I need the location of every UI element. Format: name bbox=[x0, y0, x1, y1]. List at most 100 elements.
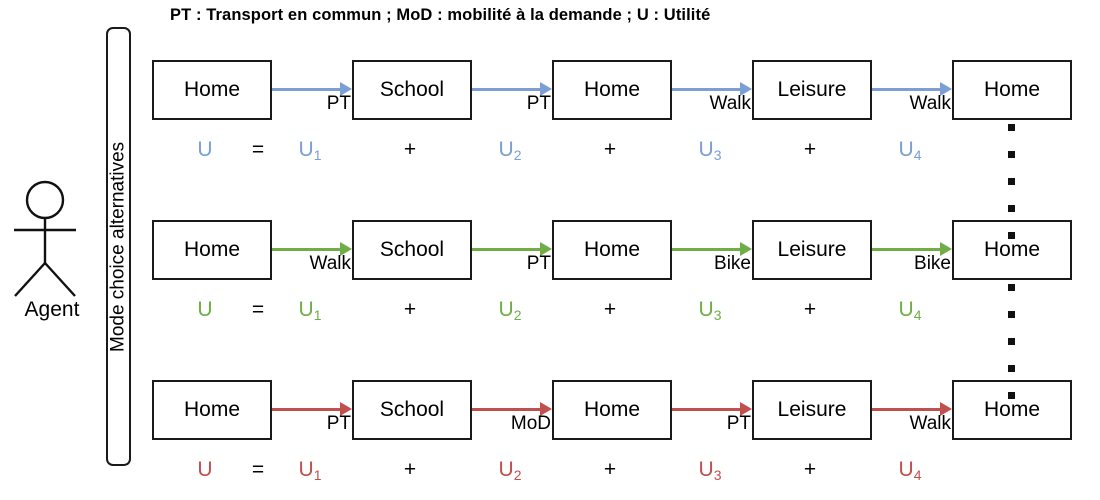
mode-label-pt: PT bbox=[326, 413, 351, 434]
arrow-shaft bbox=[472, 248, 541, 251]
mode-label-walk: Walk bbox=[709, 93, 751, 114]
arrow-shaft bbox=[272, 88, 341, 91]
equals-operator: = bbox=[251, 298, 265, 321]
arrow-shaft bbox=[672, 88, 741, 91]
activity-node-home[interactable]: Home bbox=[552, 380, 672, 440]
utility-equation-2: U=U1+U2+U3+U4 bbox=[0, 298, 1100, 332]
arrow-shaft bbox=[272, 408, 341, 411]
plus-operator: + bbox=[803, 458, 817, 481]
activity-node-leisure[interactable]: Leisure bbox=[752, 60, 872, 120]
plus-operator: + bbox=[403, 138, 417, 161]
trip-leg-3: PT bbox=[672, 380, 752, 440]
arrow-head-icon bbox=[940, 402, 952, 417]
utility-term-3: U3 bbox=[698, 138, 722, 163]
trip-leg-4: Bike bbox=[872, 220, 952, 280]
arrow-head-icon bbox=[740, 242, 752, 257]
stick-figure-icon bbox=[14, 180, 76, 297]
mode-choice-container bbox=[106, 27, 131, 466]
mode-label-walk: Walk bbox=[909, 413, 951, 434]
arrow-head-icon bbox=[340, 402, 352, 417]
trip-leg-4: Walk bbox=[872, 380, 952, 440]
ellipsis-dot bbox=[1007, 151, 1015, 158]
activity-node-home[interactable]: Home bbox=[552, 60, 672, 120]
ellipsis-dot bbox=[1007, 205, 1015, 212]
activity-node-home[interactable]: Home bbox=[152, 60, 272, 120]
ellipsis-dot bbox=[1007, 392, 1015, 399]
ellipsis-dot bbox=[1007, 311, 1015, 318]
arrow-shaft bbox=[872, 88, 941, 91]
trip-leg-1: Walk bbox=[272, 220, 352, 280]
utility-term-2: U2 bbox=[498, 298, 522, 323]
utility-term-3: U3 bbox=[698, 298, 722, 323]
activity-node-home[interactable]: Home bbox=[552, 220, 672, 280]
legend-text: PT : Transport en commun ; MoD : mobilit… bbox=[170, 6, 711, 24]
trip-leg-1: PT bbox=[272, 60, 352, 120]
arrow-shaft bbox=[872, 248, 941, 251]
arrow-head-icon bbox=[740, 82, 752, 97]
arrow-head-icon bbox=[340, 82, 352, 97]
utility-term-2: U2 bbox=[498, 458, 522, 483]
plus-operator: + bbox=[403, 458, 417, 481]
equals-operator: = bbox=[251, 458, 265, 481]
ellipsis-dot bbox=[1007, 178, 1015, 185]
ellipsis-dot bbox=[1007, 284, 1015, 291]
trip-leg-3: Walk bbox=[672, 60, 752, 120]
utility-term-3: U3 bbox=[698, 458, 722, 483]
vertical-ellipsis-1 bbox=[1006, 124, 1016, 259]
utility-equation-1: U=U1+U2+U3+U4 bbox=[0, 138, 1100, 172]
utility-total: U bbox=[197, 298, 213, 321]
plus-operator: + bbox=[803, 298, 817, 321]
ellipsis-dot bbox=[1007, 338, 1015, 345]
activity-node-home[interactable]: Home bbox=[952, 220, 1072, 280]
mode-label-walk: Walk bbox=[909, 93, 951, 114]
trip-leg-1: PT bbox=[272, 380, 352, 440]
activity-node-school[interactable]: School bbox=[352, 380, 472, 440]
arrow-head-icon bbox=[540, 402, 552, 417]
utility-equation-3: U=U1+U2+U3+U4 bbox=[0, 458, 1100, 492]
utility-total: U bbox=[197, 138, 213, 161]
agent-figure: Agent bbox=[4, 175, 100, 335]
arrow-shaft bbox=[672, 248, 741, 251]
mode-label-pt: PT bbox=[526, 253, 551, 274]
trip-leg-2: MoD bbox=[472, 380, 552, 440]
plus-operator: + bbox=[603, 458, 617, 481]
activity-node-home[interactable]: Home bbox=[952, 60, 1072, 120]
plus-operator: + bbox=[603, 298, 617, 321]
activity-node-home[interactable]: Home bbox=[952, 380, 1072, 440]
mode-label-pt: PT bbox=[326, 93, 351, 114]
mode-label-pt: PT bbox=[726, 413, 751, 434]
utility-term-1: U1 bbox=[298, 458, 322, 483]
mode-label-bike: Bike bbox=[914, 253, 951, 274]
arrow-shaft bbox=[872, 408, 941, 411]
arrow-head-icon bbox=[740, 402, 752, 417]
ellipsis-dot bbox=[1007, 124, 1015, 131]
equals-operator: = bbox=[251, 138, 265, 161]
activity-node-home[interactable]: Home bbox=[152, 380, 272, 440]
activity-node-school[interactable]: School bbox=[352, 220, 472, 280]
arrow-head-icon bbox=[340, 242, 352, 257]
vertical-ellipsis-2 bbox=[1006, 284, 1016, 419]
arrow-shaft bbox=[272, 248, 341, 251]
mode-label-pt: PT bbox=[526, 93, 551, 114]
activity-node-home[interactable]: Home bbox=[152, 220, 272, 280]
agent-label: Agent bbox=[24, 298, 80, 321]
utility-term-2: U2 bbox=[498, 138, 522, 163]
arrow-head-icon bbox=[940, 242, 952, 257]
mode-label-mod: MoD bbox=[510, 413, 551, 434]
activity-node-leisure[interactable]: Leisure bbox=[752, 380, 872, 440]
mode-label-bike: Bike bbox=[714, 253, 751, 274]
trip-leg-3: Bike bbox=[672, 220, 752, 280]
activity-node-leisure[interactable]: Leisure bbox=[752, 220, 872, 280]
activity-node-school[interactable]: School bbox=[352, 60, 472, 120]
utility-term-4: U4 bbox=[898, 458, 922, 483]
arrow-shaft bbox=[472, 88, 541, 91]
ellipsis-dot bbox=[1007, 365, 1015, 372]
ellipsis-dot bbox=[1007, 232, 1015, 239]
plus-operator: + bbox=[603, 138, 617, 161]
arrow-head-icon bbox=[540, 82, 552, 97]
arrow-head-icon bbox=[540, 242, 552, 257]
